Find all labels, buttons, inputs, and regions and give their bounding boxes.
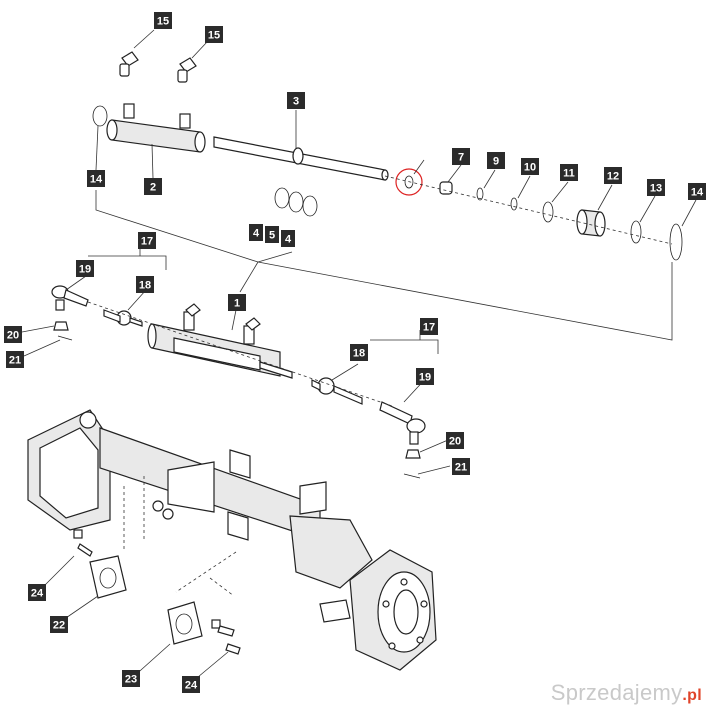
callout-20: 20 [446, 432, 464, 449]
callout-18: 18 [136, 276, 154, 293]
watermark-brand: Sprzedajemy [550, 680, 683, 705]
svg-text:4: 4 [253, 228, 260, 240]
svg-text:1: 1 [234, 298, 240, 310]
callout-24: 24 [182, 676, 200, 693]
callout-19: 19 [76, 260, 94, 277]
callout-19: 19 [416, 368, 434, 385]
bushing [439, 181, 453, 195]
svg-text:12: 12 [607, 171, 619, 183]
callout-5: 5 [265, 226, 279, 243]
callout-3: 3 [287, 92, 305, 109]
watermark-suffix: .pl [682, 687, 702, 704]
seal-highlight-ring [395, 168, 423, 196]
callout-20: 20 [4, 326, 22, 343]
svg-text:22: 22 [53, 620, 65, 632]
hydraulic-fitting-left [119, 51, 139, 77]
svg-text:2: 2 [150, 182, 156, 194]
upper-exploded-assembly [92, 51, 683, 261]
castle-nut-left [53, 321, 69, 331]
callout-24: 24 [28, 584, 46, 601]
svg-text:21: 21 [9, 355, 21, 367]
tie-rod-end-right [379, 401, 426, 445]
svg-text:20: 20 [449, 436, 461, 448]
callout-17: 17 [138, 232, 156, 249]
axle-housing [27, 409, 437, 671]
svg-text:23: 23 [125, 674, 137, 686]
svg-text:13: 13 [650, 183, 662, 195]
piston-head [576, 209, 606, 237]
callout-2: 2 [144, 178, 162, 195]
svg-text:14: 14 [90, 174, 103, 186]
ball-joint-right [311, 377, 363, 405]
seal-ring [404, 175, 414, 189]
cotter-pin-left [57, 335, 73, 341]
castle-nut-right [405, 449, 421, 459]
callout-15: 15 [154, 12, 172, 29]
o-ring-4a [274, 187, 290, 209]
gasket-left [89, 555, 127, 599]
callout-15: 15 [205, 26, 223, 43]
o-ring-13 [630, 220, 642, 244]
svg-text:10: 10 [524, 162, 536, 174]
svg-text:21: 21 [455, 462, 467, 474]
o-ring-11 [542, 201, 554, 223]
watermark-logo: Sprzedajemy.pl [551, 680, 702, 706]
tie-rod-end-left [51, 285, 89, 311]
callout-labels: 15 15 3 7 9 10 11 12 13 14 14 2 4 5 4 17… [4, 12, 706, 693]
svg-text:17: 17 [423, 322, 435, 334]
callout-14: 14 [87, 170, 105, 187]
washer-10 [510, 197, 518, 211]
callout-21: 21 [452, 458, 470, 475]
snap-ring-right [669, 223, 683, 261]
cotter-pin-right [403, 473, 421, 479]
svg-text:15: 15 [208, 30, 220, 42]
svg-text:18: 18 [353, 348, 365, 360]
callout-22: 22 [50, 616, 68, 633]
gasket-right [167, 601, 203, 645]
svg-text:4: 4 [285, 234, 292, 246]
svg-text:19: 19 [79, 264, 91, 276]
callout-1: 1 [228, 294, 246, 311]
callout-18: 18 [350, 344, 368, 361]
callout-21: 21 [6, 351, 24, 368]
callout-10: 10 [521, 158, 539, 175]
svg-text:24: 24 [31, 588, 44, 600]
callout-4: 4 [281, 230, 295, 247]
svg-text:14: 14 [691, 187, 704, 199]
washer-9 [476, 187, 484, 201]
callout-23: 23 [122, 670, 140, 687]
cylinder-barrel [106, 103, 206, 153]
bolt-right [211, 619, 241, 655]
callout-11: 11 [560, 164, 578, 181]
middle-assembly [51, 285, 426, 479]
callout-17: 17 [420, 318, 438, 335]
svg-text:7: 7 [458, 152, 464, 164]
svg-text:15: 15 [157, 16, 169, 28]
svg-text:11: 11 [563, 168, 575, 180]
o-ring-5 [288, 191, 304, 213]
svg-text:5: 5 [269, 230, 275, 242]
svg-text:18: 18 [139, 280, 151, 292]
callout-12: 12 [604, 167, 622, 184]
o-ring-4b [302, 195, 318, 217]
svg-text:3: 3 [293, 96, 299, 108]
svg-text:17: 17 [141, 236, 153, 248]
piston-rod [213, 136, 389, 181]
assembled-cylinder [147, 303, 293, 379]
callout-14: 14 [688, 183, 706, 200]
svg-text:24: 24 [185, 680, 198, 692]
svg-text:9: 9 [493, 156, 499, 168]
callout-7: 7 [452, 148, 470, 165]
callout-9: 9 [487, 152, 505, 169]
callout-4: 4 [249, 224, 263, 241]
svg-text:20: 20 [7, 330, 19, 342]
ball-joint-left [103, 309, 143, 327]
snap-ring-left [92, 105, 108, 127]
hydraulic-fitting-right [177, 57, 197, 83]
callout-13: 13 [647, 179, 665, 196]
svg-text:19: 19 [419, 372, 431, 384]
bolt-left [73, 529, 93, 557]
